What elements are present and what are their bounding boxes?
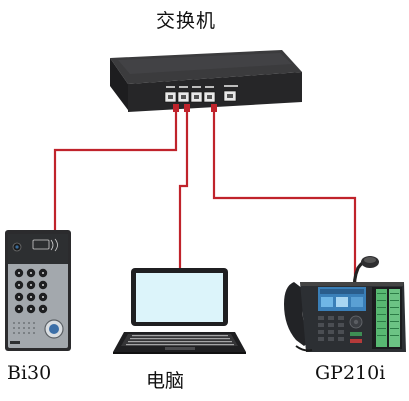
switch-label: 交换机 <box>156 10 217 32</box>
cable-door-station <box>53 112 178 238</box>
speaker-grille <box>13 322 35 334</box>
switch-side <box>110 58 128 110</box>
door-station-device <box>5 230 71 351</box>
cable-computer <box>178 112 189 268</box>
phone-keypad <box>318 316 344 341</box>
keyboard <box>126 335 234 346</box>
switch-device <box>110 50 302 112</box>
blf-screen-left <box>376 289 387 347</box>
phone-device <box>284 256 406 352</box>
door-station-label: Bi30 <box>7 362 52 384</box>
cables <box>53 112 357 292</box>
phone-label: GP210i <box>315 362 386 384</box>
card-reader-icon <box>32 239 50 250</box>
laptop-screen <box>136 273 223 322</box>
switch-ports <box>164 90 237 103</box>
blf-screen-right <box>389 289 400 347</box>
computer-label: 电脑 <box>146 370 185 392</box>
cable-phone <box>212 112 357 292</box>
laptop-device <box>113 268 246 354</box>
